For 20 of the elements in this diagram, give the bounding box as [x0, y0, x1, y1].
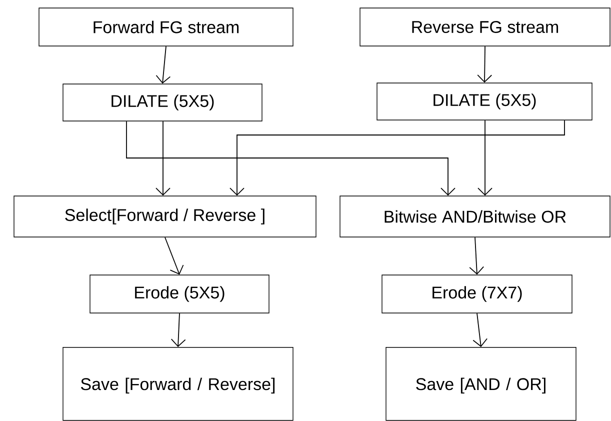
process-box: Erode (7X7): [382, 274, 572, 314]
arrow: [469, 236, 484, 275]
process-box: Bitwise AND/Bitwise OR: [340, 196, 610, 238]
arrow: [478, 120, 492, 196]
arrow: [477, 46, 492, 83]
arrow: [164, 236, 184, 275]
arrow: [170, 312, 186, 347]
process-box: Forward FG stream: [38, 8, 294, 46]
arrow: [156, 46, 171, 84]
arrow: [230, 120, 565, 196]
process-box: Save [Forward / Reverse]: [62, 347, 294, 421]
arrow: [156, 120, 170, 196]
process-box: Save [AND / OR]: [386, 347, 576, 421]
process-box: DILATE (5X5): [376, 82, 592, 120]
arrow: [126, 120, 456, 196]
process-box: Erode (5X5): [90, 274, 270, 314]
arrow: [472, 312, 488, 347]
process-box: DILATE (5X5): [62, 84, 262, 122]
process-box: Reverse FG stream: [360, 8, 610, 46]
process-box: Select[Forward / Reverse ]: [14, 196, 316, 238]
